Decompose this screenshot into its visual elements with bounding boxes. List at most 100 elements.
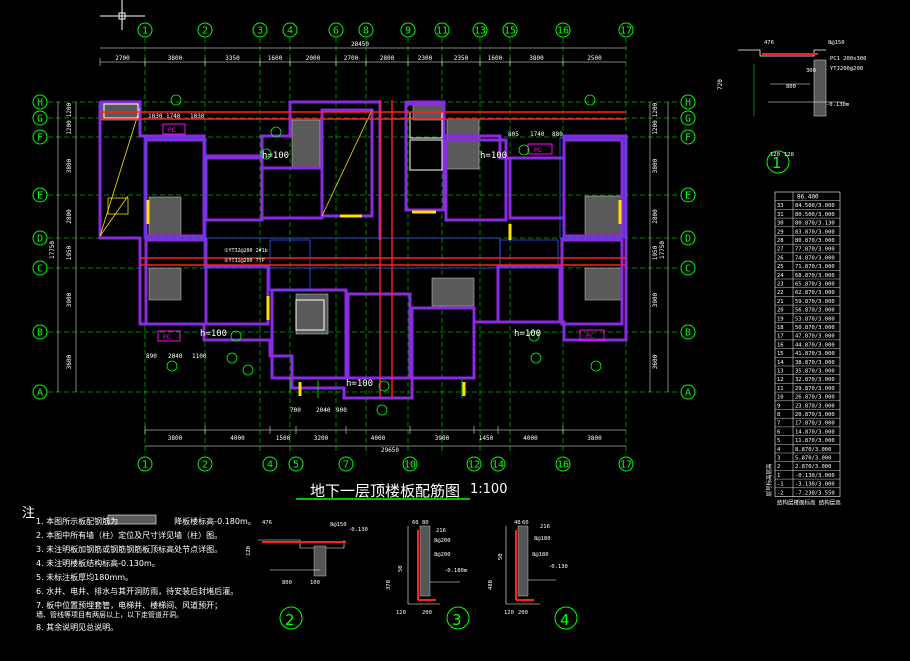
bottom-axis-5-circle <box>288 456 304 472</box>
detail-3-label-5: -0.180m <box>444 568 468 574</box>
note-item-3: 3. 未注明板加钢筋或钢筋钢筋板顶标高处节点详图。 <box>36 545 223 554</box>
top-axis-13-circle <box>472 22 488 38</box>
table-row-31: -0.130/3.000 <box>795 473 835 479</box>
top-dim-7: 2300 <box>418 55 433 62</box>
table-row-14: 50.870/3.000 <box>795 325 835 331</box>
right-axis-B-circle <box>680 324 696 340</box>
detail-3-label-4: 8@200 <box>434 552 451 558</box>
bottom-axis-16: 16 <box>557 460 569 471</box>
table-row-id-23: 9 <box>777 403 780 409</box>
left-axis-H-circle <box>32 94 48 110</box>
table-row-id-17: 15 <box>777 351 784 357</box>
right-dim-0: 1200 <box>652 102 659 117</box>
note-item-7: 7. 板中位置预埋套管，电梯井、楼梯间、风道预开； <box>36 601 223 610</box>
bottom-axis-12-circle <box>466 456 482 472</box>
detail-3-label-3: 8@200 <box>434 538 451 544</box>
detail-3-label-2: 216 <box>436 528 446 534</box>
detail-4-number: 4 <box>560 611 570 629</box>
detail-4-label-1: 60 <box>522 520 529 526</box>
detail-4-label-0: 40 <box>514 520 521 526</box>
table-row-33: -7.230/3.550 <box>795 490 835 496</box>
left-axis-A: A <box>37 388 43 399</box>
top-axis-3-circle <box>252 22 268 38</box>
detail-2-label-4: 100 <box>310 580 320 586</box>
table-row-id-31: 1 <box>777 473 780 479</box>
top-axis-17: 17 <box>620 26 632 37</box>
pipe-label-2: ②YT32@200 TYP <box>224 258 265 264</box>
detail-4-label-3: 8@180 <box>534 536 551 542</box>
detail-3-number: 3 <box>452 611 462 629</box>
detail-1-label-2: 300 <box>806 68 816 74</box>
table-row-30: 2.870/3.000 <box>795 464 831 470</box>
top-axis-13: 13 <box>474 26 486 37</box>
top-dim-1: 3800 <box>168 55 183 62</box>
table-row-32: -3.130/3.000 <box>795 482 835 488</box>
top-total-dim: 28450 <box>351 41 369 48</box>
table-row-12: 56.870/3.000 <box>795 308 835 314</box>
pc-label-1: PC <box>168 127 176 134</box>
bottom-axis-17-circle <box>618 456 634 472</box>
table-row-8: 68.870/3.000 <box>795 273 835 279</box>
detail-1-label-4: -0.130m <box>826 102 850 108</box>
right-axis-D-circle <box>680 230 696 246</box>
note-item-8: 8. 其余说明见总说明。 <box>36 623 119 632</box>
table-row-3: 83.870/3.000 <box>795 229 835 235</box>
bottom-dim-0: 3800 <box>168 435 183 442</box>
table-row-id-15: 17 <box>777 334 784 340</box>
detail-4-label-2: 216 <box>540 524 550 530</box>
table-row-16: 44.870/3.000 <box>795 342 835 348</box>
drawing-scale: 1:100 <box>470 482 508 497</box>
table-row-id-6: 26 <box>777 255 784 261</box>
table-row-id-21: 11 <box>777 386 784 392</box>
legend-text: 降板楼标高-0.180m。 <box>174 517 256 526</box>
table-row-id-32: -1 <box>777 482 784 488</box>
table-row-id-33: -2 <box>777 490 784 496</box>
top-axis-11-circle <box>434 22 450 38</box>
floor-plan <box>98 94 628 416</box>
detail-1-label-0: 476 <box>764 40 774 46</box>
table-row-20: 32.870/3.000 <box>795 377 835 383</box>
bottom-dim-7: 4000 <box>523 435 538 442</box>
detail-4-label-6: 120 <box>504 610 514 616</box>
top-dim-8: 2350 <box>454 55 469 62</box>
detail-3-label-7: 200 <box>422 610 432 616</box>
table-row-11: 59.870/3.000 <box>795 299 835 305</box>
h100-label-3: h=100 <box>200 329 227 339</box>
detail-4-label-5: -0.130 <box>548 564 568 570</box>
left-total-dim: 17750 <box>49 241 56 259</box>
bottom-axis-4-circle <box>262 456 278 472</box>
top-axis-17-circle <box>618 22 634 38</box>
top-axis-1-circle <box>137 22 153 38</box>
detail-3-label-0: 60 <box>412 520 419 526</box>
right-axis-C-circle <box>680 260 696 276</box>
left-axis-C: C <box>37 264 43 275</box>
top-dim-3: 1600 <box>268 55 283 62</box>
bottom-axis-16-circle <box>555 456 571 472</box>
left-axis-B-circle <box>32 324 48 340</box>
drawing-title: 地下一层顶楼板配筋图 <box>310 482 461 500</box>
table-row-id-9: 23 <box>777 282 784 288</box>
right-dim-3: 2800 <box>652 209 659 224</box>
right-dim-1: 1200 <box>652 120 659 135</box>
table-row-28: 8.870/3.000 <box>795 447 831 453</box>
top-axis-4: 4 <box>287 26 293 37</box>
detail-3-label-1: 80 <box>422 520 429 526</box>
left-dim-0: 1200 <box>66 102 73 117</box>
detail-1-label-5: 120 <box>770 152 780 158</box>
h100-label-5: h=100 <box>346 379 373 389</box>
plan-labels: h=100 h=100 h=100 h=100 h=100 PC PC PC P… <box>146 113 594 414</box>
table-row-id-24: 8 <box>777 412 780 418</box>
right-axis-C: C <box>685 264 691 275</box>
plan-dim-11: 900 <box>336 407 347 414</box>
detail-3-label-6: 120 <box>396 610 406 616</box>
top-axis-6-circle <box>328 22 344 38</box>
bottom-axis-10: 10 <box>404 460 416 471</box>
bottom-axis-10-circle <box>402 456 418 472</box>
